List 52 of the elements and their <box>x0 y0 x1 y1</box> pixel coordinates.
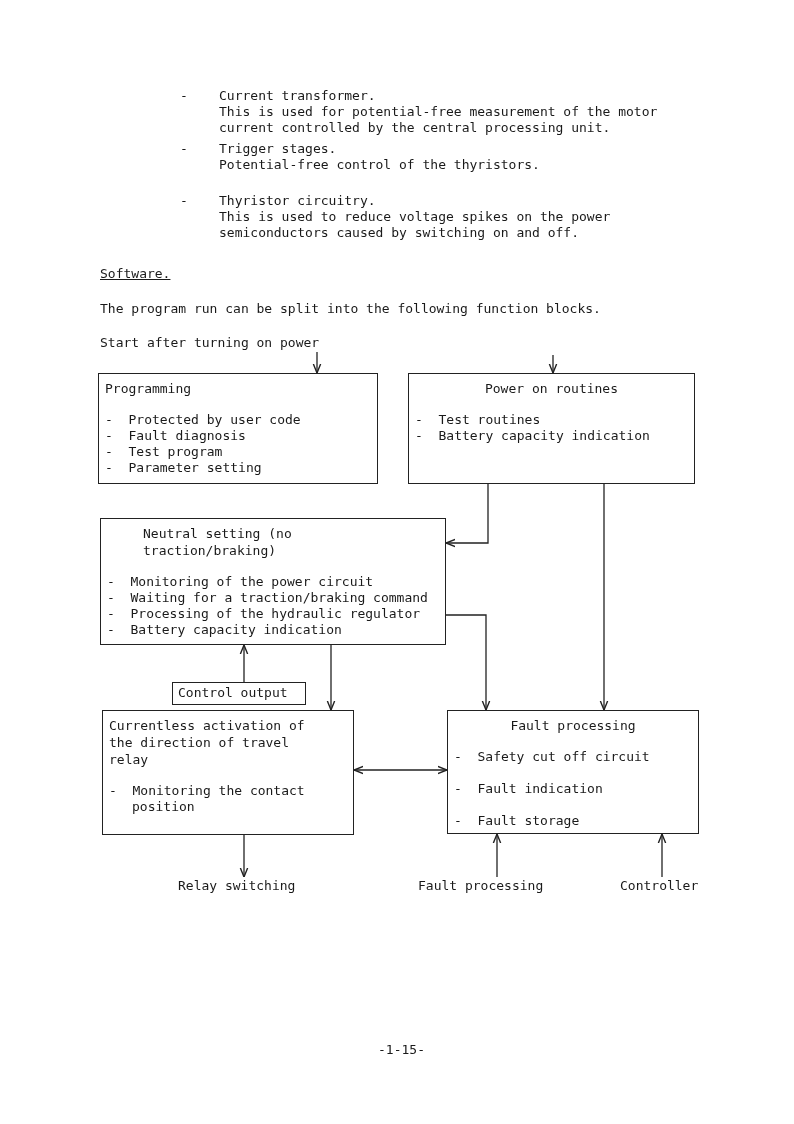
process-box: Control output <box>172 682 306 705</box>
bullet-item: - Test routines <box>415 412 542 428</box>
list-text: This is used to reduce voltage spikes on the power semiconductors caused by switching on and off. <box>219 209 612 241</box>
arrow <box>312 351 322 374</box>
list-heading: Trigger stages. <box>219 141 337 157</box>
bullet-item: - Waiting for a traction/braking command <box>107 590 429 606</box>
terminal-label: Relay switching <box>178 877 308 897</box>
box-heading: Neutral setting (no traction/braking) <box>143 525 293 559</box>
terminal-label: Fault processing <box>418 877 556 897</box>
list-dash: - <box>180 193 188 209</box>
bullet-item: - Monitoring of the power circuit <box>107 574 375 590</box>
list-text: Potential-free control of the thyristors. <box>219 157 541 173</box>
bullet-item: - Monitoring the contact position <box>109 783 306 815</box>
arrow <box>239 644 249 683</box>
arrow <box>326 644 336 711</box>
terminal-label: Controller <box>620 877 710 897</box>
process-box <box>102 710 354 835</box>
list-dash: - <box>180 141 188 157</box>
bullet-item: - Battery capacity indication <box>415 428 651 444</box>
box-heading: Power on routines <box>484 380 619 397</box>
arrow <box>492 833 502 878</box>
list-heading: Current transformer. <box>219 88 376 104</box>
arrow <box>548 354 558 374</box>
process-box <box>447 710 699 834</box>
terminal-label: Start after turning on power <box>100 334 330 352</box>
section-heading: Software. <box>100 266 171 282</box>
arrow <box>445 483 489 548</box>
arrow <box>445 614 491 711</box>
list-text: This is used for potential-free measurement of the motor current controlled by the central processing unit. <box>219 104 659 136</box>
list-dash: - <box>180 88 188 104</box>
bullet-item: - Fault diagnosis <box>105 428 247 444</box>
arrow <box>239 834 249 878</box>
box-heading: Programming <box>105 380 193 397</box>
list-heading: Thyristor circuitry. <box>219 193 376 209</box>
page-number: -1-15- <box>378 1042 425 1058</box>
box-heading: Currentless activation of the direction of travel relay <box>109 717 306 768</box>
process-box <box>100 518 446 645</box>
bullet-item: - Processing of the hydraulic regulator <box>107 606 422 622</box>
bullet-item: - Fault storage <box>454 813 581 829</box>
box-heading: Fault processing <box>510 717 636 734</box>
intro-text: The program run can be split into the following function blocks. <box>100 301 601 317</box>
bullet-item: - Test program <box>105 444 224 460</box>
bullet-item: - Parameter setting <box>105 460 263 476</box>
bullet-item: - Fault indication <box>454 781 604 797</box>
arrow <box>353 765 448 775</box>
process-box <box>98 373 378 484</box>
bullet-item: - Safety cut off circuit <box>454 749 651 765</box>
bullet-item: - Battery capacity indication <box>107 622 343 638</box>
process-box <box>408 373 695 484</box>
bullet-item: - Protected by user code <box>105 412 302 428</box>
arrow <box>599 483 609 711</box>
arrow <box>657 833 667 878</box>
